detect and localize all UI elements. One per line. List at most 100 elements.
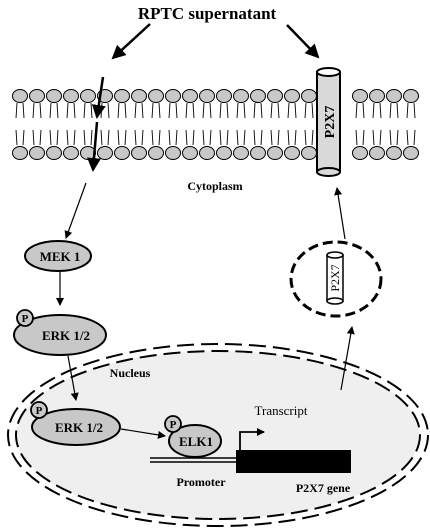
lipid-tail <box>32 129 35 146</box>
lipid-tail <box>90 102 93 119</box>
lipid-tail <box>192 129 195 146</box>
lipid-tail <box>219 129 222 146</box>
elk1-label: ELK1 <box>179 434 213 449</box>
promoter-label: Promoter <box>176 475 226 489</box>
lipid-tail <box>294 129 297 146</box>
lipid-head-inner <box>250 146 266 160</box>
lipid-head-inner <box>63 146 79 160</box>
lipid-head-inner <box>216 146 232 160</box>
erk-nucleus-protein: ERK 1/2 P <box>30 401 121 446</box>
lipid-tail <box>355 102 358 119</box>
lipid-tail <box>124 129 127 146</box>
lipid-head-outer <box>267 89 283 103</box>
lipid-head-outer <box>80 89 96 103</box>
lipid-tail <box>396 102 399 119</box>
lipid-head-outer <box>63 89 79 103</box>
lipid-head-inner <box>233 146 249 160</box>
phospho-erk-cytoplasm <box>16 309 34 327</box>
transcription-start-arrow <box>239 428 265 450</box>
lipid-tail <box>151 102 154 119</box>
lipid-tail <box>372 102 375 119</box>
lipid-tail <box>134 102 137 119</box>
lipid-head-outer <box>114 89 130 103</box>
lipid-tail <box>117 102 120 119</box>
arrow-vesicle-to-membrane <box>334 187 346 240</box>
lipid-tail <box>253 129 256 146</box>
arrow-through-membrane <box>91 76 106 119</box>
lipid-head-inner <box>182 146 198 160</box>
lipid-head-inner <box>114 146 130 160</box>
lipid-head-outer <box>182 89 198 103</box>
lipid-tail <box>100 102 103 119</box>
lipid-tail <box>253 102 256 119</box>
lipid-tail <box>379 102 382 119</box>
lipid-tail <box>83 102 86 119</box>
lipid-tail <box>260 102 263 119</box>
transcript-label: Transcript <box>255 403 308 418</box>
lipid-head-inner <box>403 146 419 160</box>
lipid-tail <box>134 129 137 146</box>
lipid-tail <box>236 102 239 119</box>
mek1-label: MEK 1 <box>40 249 81 264</box>
lipid-tail <box>73 129 76 146</box>
lipid-tail <box>73 102 76 119</box>
lipid-tail <box>270 129 273 146</box>
lipid-tail <box>49 129 52 146</box>
lipid-tail <box>372 129 375 146</box>
mek1-protein: MEK 1 <box>24 240 92 272</box>
lipid-tail <box>56 102 59 119</box>
lipid-head-outer <box>369 89 385 103</box>
nucleus-label: Nucleus <box>110 366 151 380</box>
lipid-tail <box>32 102 35 119</box>
lipid-tail <box>277 129 280 146</box>
lipid-tail <box>22 102 25 119</box>
lipid-tail <box>168 129 171 146</box>
lipid-tail <box>202 102 205 119</box>
lipid-tail <box>406 129 409 146</box>
lipid-tail <box>141 129 144 146</box>
lipid-tail <box>287 129 290 146</box>
lipid-tail <box>158 102 161 119</box>
lipid-tail <box>304 129 307 146</box>
arrow-through-membrane-lower <box>87 121 101 172</box>
p2x7-membrane-channel: P2X7 <box>316 67 341 177</box>
lipid-tail <box>175 102 178 119</box>
lipid-tail <box>202 129 205 146</box>
cell-membrane <box>12 89 419 160</box>
lipid-head-inner <box>97 146 113 160</box>
lipid-tail <box>226 102 229 119</box>
lipid-head-inner <box>284 146 300 160</box>
erk-nucleus-label: ERK 1/2 <box>55 420 103 435</box>
erk-cytoplasm-protein: ERK 1/2 P <box>13 309 107 356</box>
phospho-elk1 <box>164 415 182 433</box>
lipid-tail <box>243 129 246 146</box>
lipid-tail <box>66 102 69 119</box>
lipid-tail <box>362 129 365 146</box>
lipid-tail <box>389 129 392 146</box>
lipid-head-inner <box>165 146 181 160</box>
lipid-head-inner <box>369 146 385 160</box>
lipid-head-outer <box>284 89 300 103</box>
lipid-head-outer <box>250 89 266 103</box>
phospho-erk-nucleus <box>30 401 48 419</box>
lipid-head-outer <box>199 89 215 103</box>
lipid-head-outer <box>131 89 147 103</box>
lipid-head-inner <box>131 146 147 160</box>
lipid-head-outer <box>165 89 181 103</box>
lipid-tail <box>158 129 161 146</box>
lipid-head-outer <box>301 89 317 103</box>
lipid-head-outer <box>233 89 249 103</box>
lipid-tail <box>236 129 239 146</box>
phospho-erk-cytoplasm-label: P <box>22 313 29 325</box>
arrow-erk-to-elk1 <box>120 428 166 439</box>
lipid-tail <box>66 129 69 146</box>
lipid-tail <box>226 129 229 146</box>
p2x7-gene-block <box>236 450 351 473</box>
lipid-tail <box>311 102 314 119</box>
lipid-tail <box>100 129 103 146</box>
lipid-head-outer <box>148 89 164 103</box>
lipid-tail <box>49 102 52 119</box>
lipid-head-inner <box>199 146 215 160</box>
lipid-tail <box>83 129 86 146</box>
